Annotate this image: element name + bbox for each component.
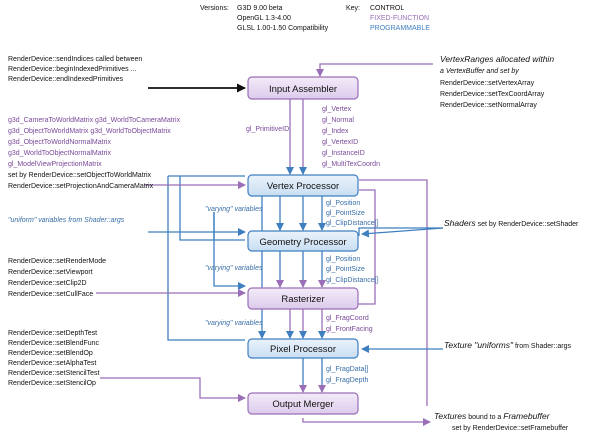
svg-text:Geometry Processor: Geometry Processor (259, 237, 346, 248)
svg-text:RenderDevice::setStencilOp: RenderDevice::setStencilOp (8, 380, 96, 387)
primitive-id-label: gl_PrimitiveID (246, 126, 289, 133)
version-glsl: GLSL 1.00-1.50 Compatibility (237, 25, 329, 32)
svg-text:gl_VertexID: gl_VertexID (322, 139, 358, 146)
vp-outputs: gl_Position gl_PointSize gl_ClipDistance… (326, 200, 379, 227)
varying-label-3: "varying" variables (205, 320, 263, 327)
svg-text:RenderDevice::setAlphaTest: RenderDevice::setAlphaTest (8, 360, 96, 367)
key-label: Key: (346, 5, 360, 12)
versions-label: Versions: (200, 5, 229, 12)
svg-text:g3d_WorldToObjectNormalMatrix: g3d_WorldToObjectNormalMatrix (8, 150, 111, 157)
svg-text:gl_ClipDistance[]: gl_ClipDistance[] (326, 277, 379, 284)
header: Versions: G3D 9.00 beta OpenGL 1.3-4.00 … (200, 5, 430, 32)
texture-note: Texture "uniforms" from Shader::args (444, 340, 572, 350)
svg-text:gl_FragCoord: gl_FragCoord (326, 315, 369, 322)
key-programmable: PROGRAMMABLE (370, 25, 430, 32)
svg-text:RenderDevice::beginIndexedPrim: RenderDevice::beginIndexedPrimitives ... (8, 66, 136, 73)
svg-text:g3d_ObjectToWorldNormalMatrix: g3d_ObjectToWorldNormalMatrix (8, 139, 111, 146)
svg-text:VertexRanges allocated within: VertexRanges allocated within (440, 54, 554, 64)
svg-text:RenderDevice::setTexCoordArray: RenderDevice::setTexCoordArray (440, 91, 545, 98)
svg-text:gl_InstanceID: gl_InstanceID (322, 150, 365, 157)
svg-text:Output Merger: Output Merger (272, 399, 333, 410)
svg-text:RenderDevice::setStencilTest: RenderDevice::setStencilTest (8, 370, 99, 377)
svg-text:gl_PointSize: gl_PointSize (326, 266, 365, 273)
svg-text:RenderDevice::setViewport: RenderDevice::setViewport (8, 269, 93, 276)
uniform-label: "uniform" variables from Shader::args (8, 217, 125, 224)
key-control: CONTROL (370, 5, 404, 12)
svg-text:gl_FrontFacing: gl_FrontFacing (326, 326, 373, 333)
svg-text:gl_FragData[]: gl_FragData[] (326, 366, 368, 373)
svg-text:set by RenderDevice::setObject: set by RenderDevice::setObjectToWorldMat… (8, 172, 152, 179)
version-g3d: G3D 9.00 beta (237, 5, 283, 12)
svg-text:gl_Position: gl_Position (326, 256, 360, 263)
svg-text:gl_FragDepth: gl_FragDepth (326, 377, 369, 384)
svg-text:RenderDevice::setDepthTest: RenderDevice::setDepthTest (8, 330, 97, 337)
svg-text:gl_PointSize: gl_PointSize (326, 210, 365, 217)
svg-text:RenderDevice::setBlendOp: RenderDevice::setBlendOp (8, 350, 93, 357)
svg-text:RenderDevice::setProjectionAnd: RenderDevice::setProjectionAndCameraMatr… (8, 183, 154, 190)
stage-pixel-processor: Pixel Processor (247, 338, 359, 359)
svg-text:RenderDevice::setNormalArray: RenderDevice::setNormalArray (440, 102, 537, 109)
svg-text:Pixel Processor: Pixel Processor (270, 344, 336, 355)
matrix-uniforms: g3d_CameraToWorldMatrix g3d_WorldToCamer… (8, 117, 181, 190)
varying-label-1: "varying" variables (205, 206, 263, 213)
svg-text:Input Assembler: Input Assembler (269, 84, 337, 95)
raster-setters: RenderDevice::setRenderMode RenderDevice… (8, 258, 106, 298)
version-opengl: OpenGL 1.3-4.00 (237, 15, 291, 22)
svg-text:gl_ClipDistance[]: gl_ClipDistance[] (326, 220, 379, 227)
svg-text:gl_MultiTexCoordn: gl_MultiTexCoordn (322, 161, 380, 168)
svg-text:Vertex Processor: Vertex Processor (267, 181, 339, 192)
vertex-ranges-note: VertexRanges allocated within a VertexBu… (440, 54, 554, 109)
stage-geometry-processor: Geometry Processor (247, 230, 359, 252)
left-top-setters: RenderDevice::sendIndices called between… (8, 56, 142, 83)
svg-text:set by RenderDevice::setFrameb: set by RenderDevice::setFramebuffer (452, 425, 569, 432)
svg-text:gl_Index: gl_Index (322, 128, 349, 135)
stage-rasterizer: Rasterizer (247, 287, 359, 310)
svg-text:RenderDevice::setClip2D: RenderDevice::setClip2D (8, 280, 87, 287)
connectors (96, 63, 444, 426)
key-fixed-function: FIXED-FUNCTION (370, 15, 429, 22)
output-setters: RenderDevice::setDepthTest RenderDevice:… (8, 330, 100, 387)
gp-outputs: gl_Position gl_PointSize gl_ClipDistance… (326, 256, 379, 284)
svg-text:RenderDevice::sendIndices call: RenderDevice::sendIndices called between (8, 56, 142, 63)
svg-text:Rasterizer: Rasterizer (281, 294, 324, 305)
svg-text:g3d_ObjectToWorldMatrix g3d_W: g3d_ObjectToWorldMatrix g3d_WorldToObjec… (8, 128, 171, 135)
svg-text:g3d_CameraToWorldMatrix g3d_W: g3d_CameraToWorldMatrix g3d_WorldToCamer… (8, 117, 181, 124)
svg-text:a VertexBuffer and set by: a VertexBuffer and set by (440, 68, 519, 75)
varying-label-2: "varying" variables (205, 265, 263, 272)
pp-outputs: gl_FragData[] gl_FragDepth (326, 366, 369, 384)
ia-outputs: gl_Vertex gl_Normal gl_Index gl_VertexID… (322, 106, 380, 168)
svg-text:gl_Vertex: gl_Vertex (322, 106, 352, 113)
framebuffer-note: Textures bound to a Framebuffer set by R… (434, 411, 569, 432)
rast-outputs: gl_FragCoord gl_FrontFacing (326, 315, 373, 333)
svg-text:gl_Normal: gl_Normal (322, 117, 354, 124)
shaders-note: Shaders set by RenderDevice::setShader (444, 218, 579, 228)
svg-text:RenderDevice::setVertexArray: RenderDevice::setVertexArray (440, 80, 535, 87)
svg-text:gl_Position: gl_Position (326, 200, 360, 207)
svg-text:RenderDevice::setCullFace: RenderDevice::setCullFace (8, 291, 93, 298)
stage-output-merger: Output Merger (247, 392, 359, 415)
svg-text:RenderDevice::setBlendFunc: RenderDevice::setBlendFunc (8, 340, 100, 347)
svg-text:Textures bound to a Framebuffe: Textures bound to a Framebuffer (434, 411, 551, 421)
stage-vertex-processor: Vertex Processor (247, 174, 359, 197)
svg-text:RenderDevice::setRenderMode: RenderDevice::setRenderMode (8, 258, 106, 265)
svg-text:RenderDevice::endIndexedPrimit: RenderDevice::endIndexedPrimitives (8, 76, 124, 83)
svg-text:gl_ModelViewProjectionMatrix: gl_ModelViewProjectionMatrix (8, 161, 102, 168)
stage-input-assembler: Input Assembler (247, 76, 359, 100)
